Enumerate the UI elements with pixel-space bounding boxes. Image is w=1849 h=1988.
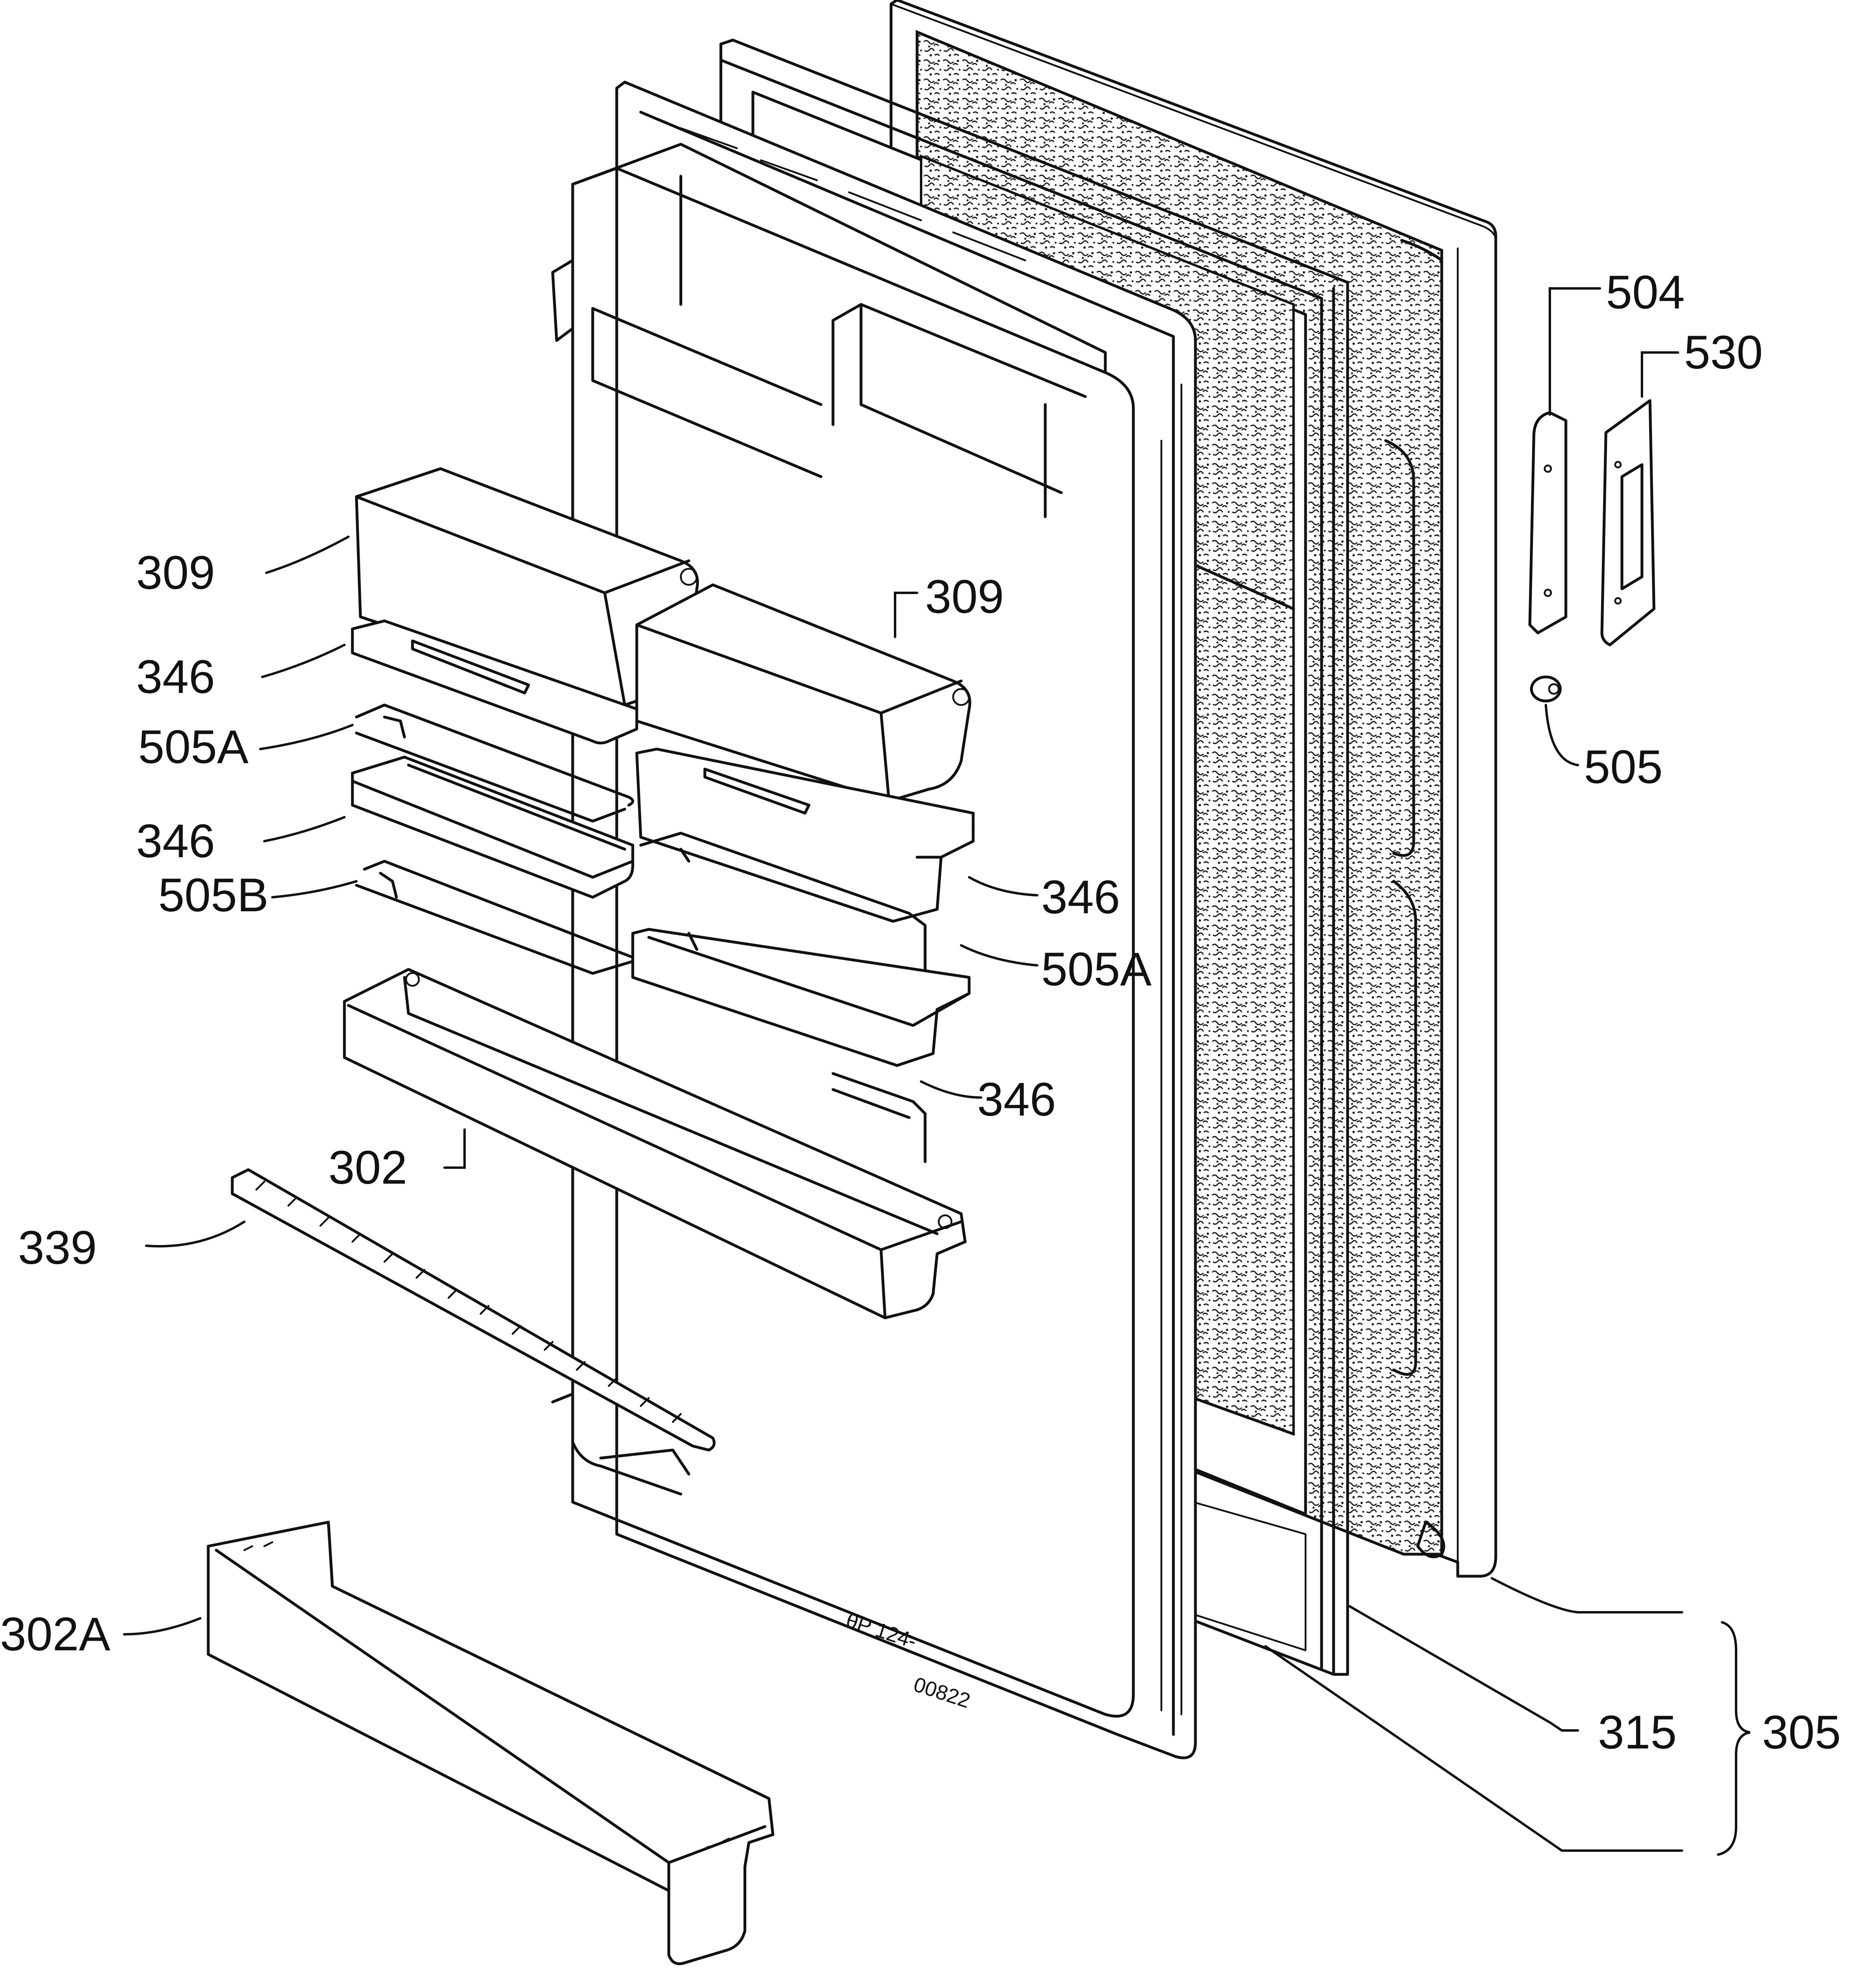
label-504: 504 [1606,266,1685,319]
label-505a-left: 505A [138,721,249,773]
label-505a-right: 505A [1041,943,1152,996]
rail-505a-right [639,832,927,975]
label-302: 302 [328,1141,407,1194]
label-346-a: 346 [136,651,215,703]
bottle-retainer-339 [231,1168,716,1452]
label-530: 530 [1684,326,1763,379]
label-315: 315 [1598,1706,1677,1759]
rail-346-right-lower [831,1072,927,1163]
shelf-right-346 [631,928,971,1067]
hinge-plate-530 [1600,399,1656,647]
bottom-bin-302a [207,1521,775,1965]
label-339: 339 [18,1221,97,1274]
hinge-pin-505 [1530,675,1562,703]
label-346-d: 346 [977,1073,1056,1126]
dairy-base-left [351,619,638,745]
label-305: 305 [1762,1706,1841,1759]
bottle-shelf-302 [343,968,967,1319]
leader-lines [123,287,1750,1856]
dairy-base-right [635,747,975,923]
label-505b: 505B [158,869,269,922]
label-505: 505 [1584,741,1663,794]
label-346-c: 346 [1041,871,1120,924]
label-309-left: 309 [136,546,215,599]
label-346-b: 346 [136,815,215,868]
label-302a: 302A [0,1608,111,1661]
rail-505b-left [355,860,634,975]
rail-505a-left [355,703,634,823]
shelf-left-346 [351,755,634,899]
hinge-cover-504 [1528,411,1567,634]
label-309-right: 309 [925,570,1004,623]
inner-door-liner [551,81,1197,1759]
stamp-line-2: 00822 [911,1673,973,1713]
dairy-lid-right [635,583,972,803]
part-labels: 309 309 346 505A 346 505B 346 505A 346 3… [0,266,1841,1759]
